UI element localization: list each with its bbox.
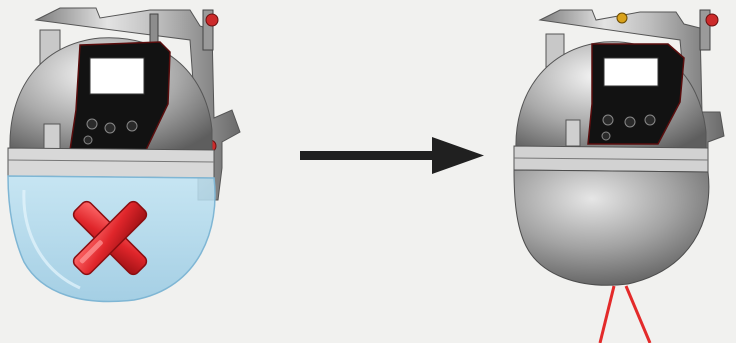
- left-instrument: [8, 8, 240, 301]
- red-laser-beam: [600, 286, 650, 343]
- panel-button: [127, 121, 137, 131]
- opaque-grey-dome: [514, 170, 709, 285]
- panel-button: [603, 115, 613, 125]
- panel-button: [625, 117, 635, 127]
- panel-button: [87, 119, 97, 129]
- display-screen: [604, 58, 658, 86]
- panel-button: [645, 115, 655, 125]
- side-knob: [44, 124, 60, 150]
- side-knob: [566, 120, 580, 146]
- instrument-collar: [8, 148, 214, 178]
- panel-button: [602, 132, 610, 140]
- panel-button: [84, 136, 92, 144]
- display-screen: [90, 58, 144, 94]
- right-arrow-icon: [300, 137, 484, 174]
- right-instrument: [514, 10, 724, 343]
- panel-button: [105, 123, 115, 133]
